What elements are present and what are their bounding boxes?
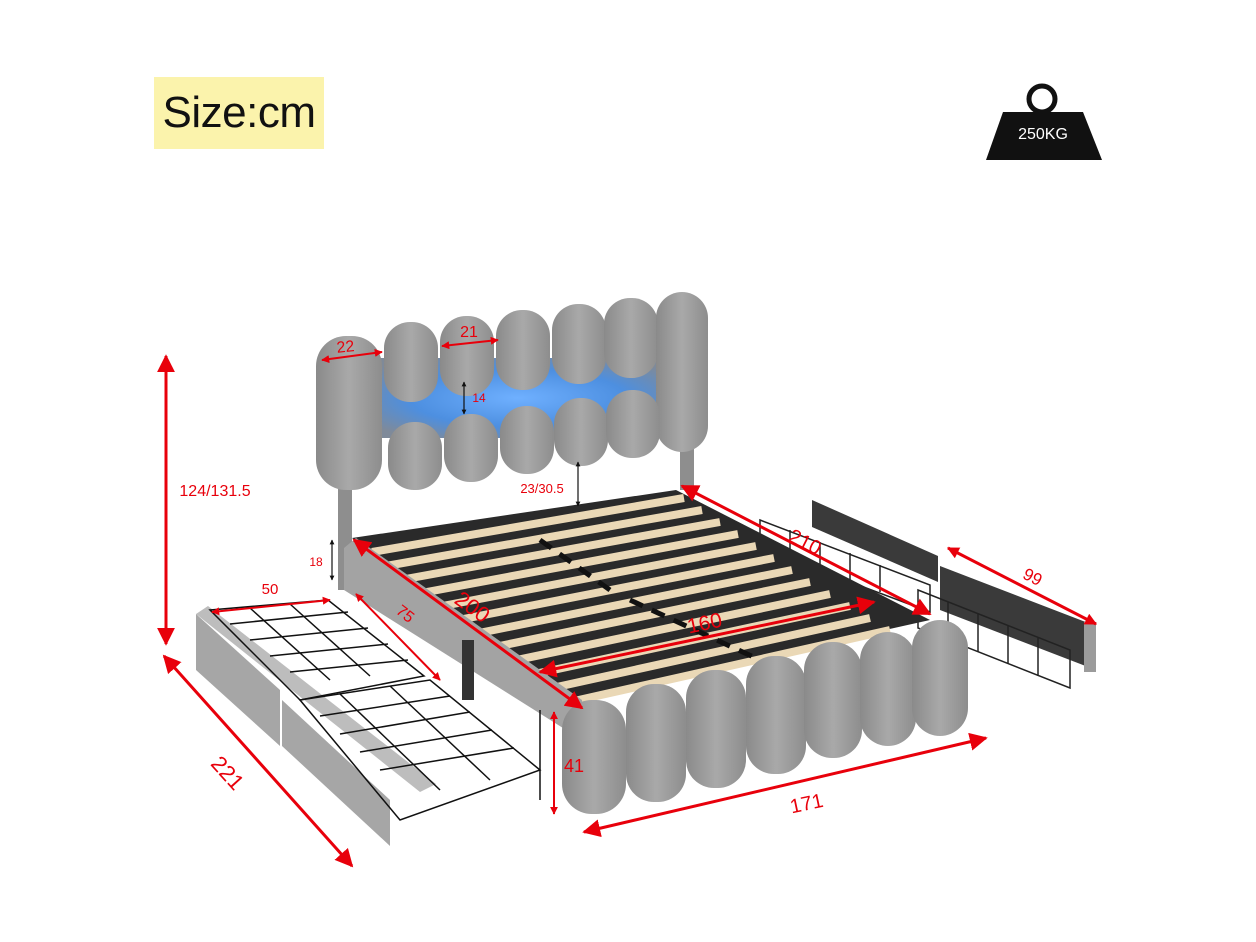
dim-total-height: 124/131.5 — [179, 483, 250, 500]
size-unit-label: Size:cm — [162, 88, 316, 137]
center-leg — [462, 640, 474, 700]
headboard-leg-right — [680, 440, 694, 490]
dim-total-width: 171 — [788, 790, 825, 818]
dim-side-rail-height: 18 — [309, 555, 323, 569]
headboard — [316, 292, 708, 490]
drawer-pull-line — [946, 546, 1098, 626]
outer-length-line — [680, 484, 932, 616]
total-length-line — [162, 654, 354, 868]
weight-capacity-label: 250KG — [1018, 126, 1068, 143]
dim-drawer-width: 50 — [262, 581, 279, 598]
dim-headboard-clearance: 23/30.5 — [520, 481, 563, 496]
weight-icon: 250KG — [986, 83, 1102, 160]
inner-width-line — [538, 596, 876, 678]
dimension-lines — [157, 354, 1098, 868]
total-width-line — [582, 732, 988, 838]
dim-light-strip-height: 14 — [472, 391, 486, 405]
dim-headboard-pad-width-2: 21 — [460, 324, 478, 341]
dim-total-length: 221 — [206, 751, 249, 795]
dim-headboard-pad-width: 22 — [336, 338, 356, 357]
size-unit-badge: Size:cm — [154, 77, 324, 149]
dim-footboard-height: 41 — [564, 756, 584, 776]
small-dimension-lines — [211, 336, 558, 815]
inner-length-line — [352, 538, 584, 710]
